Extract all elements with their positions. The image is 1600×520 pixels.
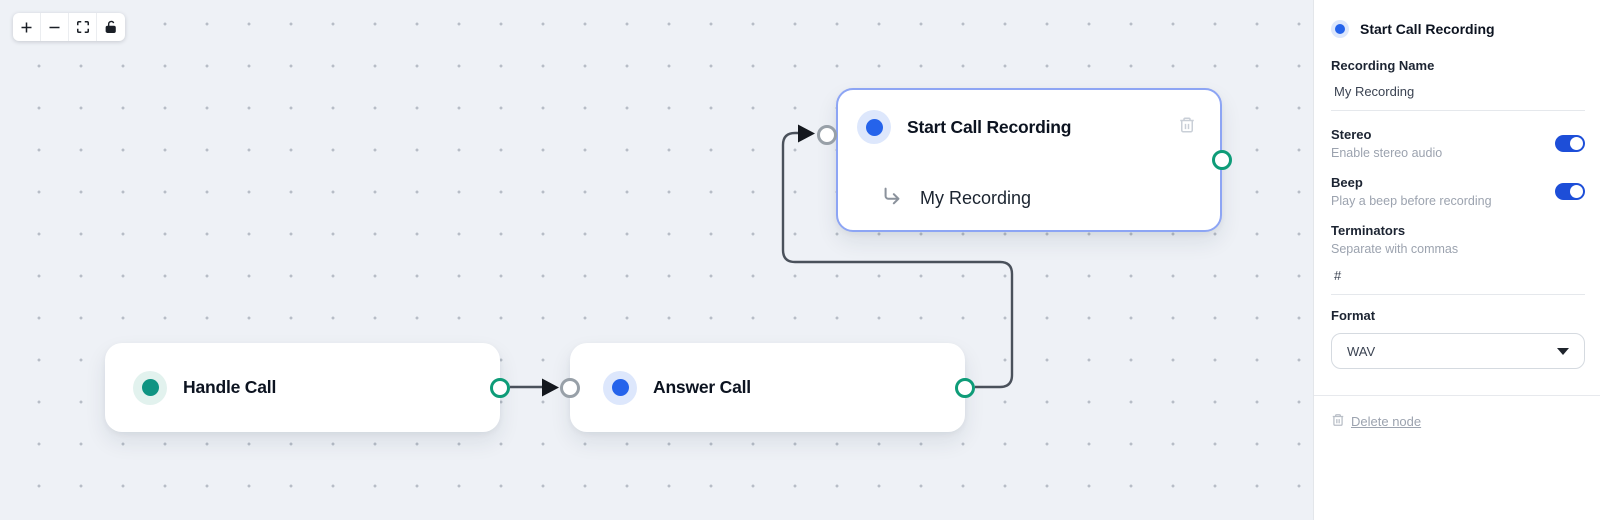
plus-icon — [19, 20, 34, 35]
recording-name-input[interactable] — [1331, 82, 1585, 111]
trash-icon — [1331, 413, 1345, 430]
node-subtitle: My Recording — [920, 188, 1032, 208]
elbow-arrow-icon — [881, 185, 903, 212]
terminators-field: Terminators Separate with commas — [1331, 223, 1585, 295]
minus-icon — [47, 20, 62, 35]
stereo-label: Stereo — [1331, 127, 1372, 142]
edge-arrow-icon — [798, 124, 815, 143]
node-type-dot — [1331, 20, 1349, 38]
stereo-description: Enable stereo audio — [1331, 146, 1443, 160]
panel-header: Start Call Recording — [1331, 20, 1585, 38]
flow-canvas[interactable]: Handle Call Answer Call Start Call Recor… — [0, 0, 1313, 520]
canvas-toolbar — [13, 13, 125, 41]
node-handle-call[interactable]: Handle Call — [105, 343, 510, 432]
delete-node-label: Delete node — [1351, 414, 1422, 429]
node-type-dot — [603, 370, 637, 405]
beep-description: Play a beep before recording — [1331, 194, 1492, 208]
terminators-input[interactable] — [1331, 264, 1585, 295]
edge-answer-to-start — [781, 131, 1014, 389]
node-title: Handle Call — [183, 377, 277, 397]
terminators-description: Separate with commas — [1331, 242, 1459, 256]
format-select[interactable]: WAV — [1331, 333, 1585, 369]
zoom-out-button[interactable] — [41, 13, 69, 41]
node-start-call-recording[interactable]: Start Call Recording My Recording — [817, 88, 1232, 232]
output-port[interactable] — [490, 377, 510, 398]
edge-arrow-icon — [542, 378, 559, 397]
edges-layer — [510, 124, 1014, 397]
delete-node-button[interactable]: Delete node — [1331, 413, 1585, 430]
output-port[interactable] — [1212, 150, 1232, 170]
lock-button[interactable] — [97, 13, 125, 41]
format-label: Format — [1331, 308, 1376, 323]
input-port[interactable] — [560, 377, 580, 398]
output-port[interactable] — [955, 377, 975, 398]
stereo-row: Stereo Enable stereo audio — [1331, 127, 1585, 160]
input-port[interactable] — [817, 125, 837, 145]
node-title: Answer Call — [653, 377, 751, 397]
beep-row: Beep Play a beep before recording — [1331, 175, 1585, 208]
stereo-toggle[interactable] — [1555, 135, 1585, 152]
beep-label: Beep — [1331, 175, 1363, 190]
recording-name-label: Recording Name — [1331, 58, 1435, 73]
node-type-dot — [857, 110, 891, 144]
zoom-in-button[interactable] — [13, 13, 41, 41]
node-type-dot — [133, 370, 167, 405]
panel-title: Start Call Recording — [1360, 21, 1495, 37]
panel-divider — [1314, 395, 1600, 396]
node-answer-call[interactable]: Answer Call — [560, 343, 975, 432]
node-title: Start Call Recording — [907, 116, 1072, 137]
node-settings-panel: Start Call Recording Recording Name Ster… — [1313, 0, 1600, 520]
format-value: WAV — [1347, 343, 1376, 359]
beep-toggle[interactable] — [1555, 183, 1585, 200]
lock-open-icon — [104, 20, 118, 34]
fit-view-icon — [76, 20, 90, 34]
caret-down-icon — [1557, 347, 1569, 355]
terminators-label: Terminators — [1331, 223, 1406, 238]
trash-icon[interactable] — [1178, 116, 1196, 139]
fit-view-button[interactable] — [69, 13, 97, 41]
